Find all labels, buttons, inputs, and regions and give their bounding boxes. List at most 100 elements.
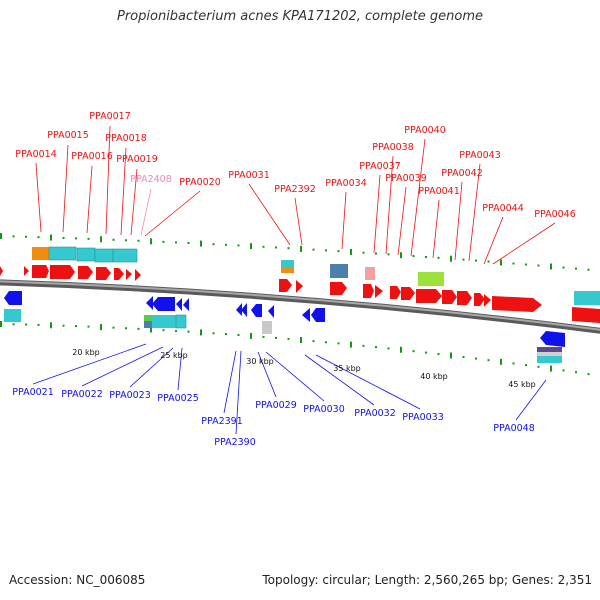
feature-box[interactable] bbox=[94, 248, 114, 263]
gene-arrow[interactable] bbox=[183, 298, 189, 311]
genome-backbone-highlight bbox=[0, 280, 600, 331]
gene-arrow[interactable] bbox=[302, 308, 310, 322]
gene-label-ppa0016[interactable]: PPA0016 bbox=[71, 151, 113, 162]
gene-arrow[interactable] bbox=[0, 266, 3, 276]
gene-label-ppa0034[interactable]: PPA0034 bbox=[325, 178, 367, 189]
gene-label-ppa2391[interactable]: PPA2391 bbox=[201, 416, 243, 427]
feature-box[interactable] bbox=[144, 315, 152, 321]
feature-box[interactable] bbox=[112, 248, 138, 263]
gene-arrow[interactable] bbox=[241, 303, 247, 317]
gene-arrow[interactable] bbox=[311, 308, 325, 322]
gene-arrow[interactable] bbox=[416, 289, 442, 303]
feature-box[interactable] bbox=[537, 356, 562, 363]
gene-arrow[interactable] bbox=[176, 298, 182, 311]
gene-label-ppa0015[interactable]: PPA0015 bbox=[47, 130, 89, 141]
feature-box[interactable] bbox=[48, 246, 77, 261]
feature-box[interactable] bbox=[537, 352, 562, 356]
scale-dot bbox=[125, 239, 127, 242]
gene-arrow[interactable] bbox=[146, 296, 153, 310]
scale-dot bbox=[437, 353, 440, 356]
feature-box[interactable] bbox=[281, 267, 294, 273]
gene-label-ppa0022[interactable]: PPA0022 bbox=[61, 389, 103, 400]
gene-label-ppa0037[interactable]: PPA0037 bbox=[359, 161, 401, 172]
reverse-gene-row bbox=[4, 291, 565, 347]
gene-label-ppa0025[interactable]: PPA0025 bbox=[157, 393, 199, 404]
gene-label-ppa0042[interactable]: PPA0042 bbox=[441, 168, 483, 179]
gene-label-ppa0040[interactable]: PPA0040 bbox=[404, 125, 446, 136]
gene-label-ppa0017[interactable]: PPA0017 bbox=[89, 111, 131, 122]
gene-label-ppa0033[interactable]: PPA0033 bbox=[402, 412, 444, 423]
gene-arrow[interactable] bbox=[572, 307, 600, 323]
map-title: Propionibacterium acnes KPA171202, compl… bbox=[117, 9, 483, 24]
gene-arrow[interactable] bbox=[375, 285, 383, 298]
gene-label-ppa2390[interactable]: PPA2390 bbox=[214, 437, 256, 448]
gene-arrow[interactable] bbox=[96, 267, 111, 280]
gene-arrow[interactable] bbox=[474, 293, 485, 306]
gene-arrow[interactable] bbox=[135, 269, 141, 281]
gene-arrow[interactable] bbox=[32, 265, 49, 278]
gene-label-ppa0023[interactable]: PPA0023 bbox=[109, 390, 151, 401]
gene-arrow[interactable] bbox=[296, 280, 303, 293]
gene-arrow[interactable] bbox=[114, 268, 124, 280]
feature-box[interactable] bbox=[32, 247, 49, 260]
gene-label-ppa0030[interactable]: PPA0030 bbox=[303, 404, 345, 415]
gene-arrow[interactable] bbox=[484, 294, 491, 307]
gene-label-ppa0018[interactable]: PPA0018 bbox=[105, 133, 147, 144]
feature-box[interactable] bbox=[365, 267, 375, 280]
gene-arrow[interactable] bbox=[330, 282, 347, 295]
feature-box[interactable] bbox=[262, 321, 272, 334]
gene-arrow[interactable] bbox=[236, 303, 242, 316]
scale-dot bbox=[225, 333, 227, 336]
gene-label-ppa0046[interactable]: PPA0046 bbox=[534, 209, 576, 220]
leader-line bbox=[515, 379, 547, 421]
gene-label-ppa0031[interactable]: PPA0031 bbox=[228, 170, 270, 181]
gene-label-ppa0043[interactable]: PPA0043 bbox=[459, 150, 501, 161]
scale-major-tick bbox=[0, 321, 2, 327]
gene-arrow[interactable] bbox=[126, 269, 132, 280]
feature-box[interactable] bbox=[4, 309, 21, 322]
feature-box[interactable] bbox=[281, 260, 294, 267]
gene-arrow[interactable] bbox=[401, 287, 415, 300]
gene-arrow[interactable] bbox=[457, 291, 472, 305]
gene-arrow[interactable] bbox=[363, 284, 374, 298]
gene-arrow[interactable] bbox=[540, 331, 565, 347]
feature-box[interactable] bbox=[152, 315, 176, 328]
gene-label-ppa0019[interactable]: PPA0019 bbox=[116, 154, 158, 165]
gene-arrow[interactable] bbox=[152, 297, 175, 311]
gene-label-ppa0032[interactable]: PPA0032 bbox=[354, 408, 396, 419]
gene-label-ppa0048[interactable]: PPA0048 bbox=[493, 423, 535, 434]
scale-dot bbox=[175, 241, 177, 244]
feature-box[interactable] bbox=[175, 314, 187, 329]
gene-label-ppa0038[interactable]: PPA0038 bbox=[372, 142, 414, 153]
gene-label-ppa0039[interactable]: PPA0039 bbox=[385, 173, 427, 184]
gene-label-ppa0044[interactable]: PPA0044 bbox=[482, 203, 524, 214]
leader-line bbox=[257, 351, 277, 398]
gene-arrow[interactable] bbox=[492, 296, 542, 312]
gene-arrow[interactable] bbox=[24, 266, 29, 276]
gene-arrow[interactable] bbox=[390, 286, 401, 299]
feature-box[interactable] bbox=[418, 272, 444, 286]
scale-dot bbox=[362, 344, 365, 347]
gene-arrow[interactable] bbox=[268, 305, 274, 318]
gene-label-ppa0021[interactable]: PPA0021 bbox=[12, 387, 54, 398]
gene-arrow[interactable] bbox=[78, 266, 93, 279]
scale-label: 35 kbp bbox=[333, 364, 361, 373]
feature-box[interactable] bbox=[574, 291, 600, 305]
gene-arrow[interactable] bbox=[251, 304, 262, 317]
gene-label-ppa2392[interactable]: PPA2392 bbox=[274, 184, 316, 195]
gene-label-ppa0020[interactable]: PPA0020 bbox=[179, 177, 221, 188]
scale-major-tick bbox=[550, 365, 552, 372]
feature-box[interactable] bbox=[330, 264, 348, 278]
feature-box[interactable] bbox=[537, 347, 562, 352]
gene-arrow[interactable] bbox=[279, 279, 292, 292]
gene-arrow[interactable] bbox=[4, 291, 22, 305]
gene-label-ppa0041[interactable]: PPA0041 bbox=[418, 186, 460, 197]
scale-major-tick bbox=[200, 329, 202, 336]
gene-arrow[interactable] bbox=[50, 265, 75, 279]
gene-arrow[interactable] bbox=[442, 290, 457, 304]
feature-box[interactable] bbox=[76, 247, 96, 262]
feature-box[interactable] bbox=[144, 321, 152, 328]
gene-label-ppa0029[interactable]: PPA0029 bbox=[255, 400, 297, 411]
gene-label-ppa2408[interactable]: PPA2408 bbox=[130, 174, 172, 185]
gene-label-ppa0014[interactable]: PPA0014 bbox=[15, 149, 57, 160]
